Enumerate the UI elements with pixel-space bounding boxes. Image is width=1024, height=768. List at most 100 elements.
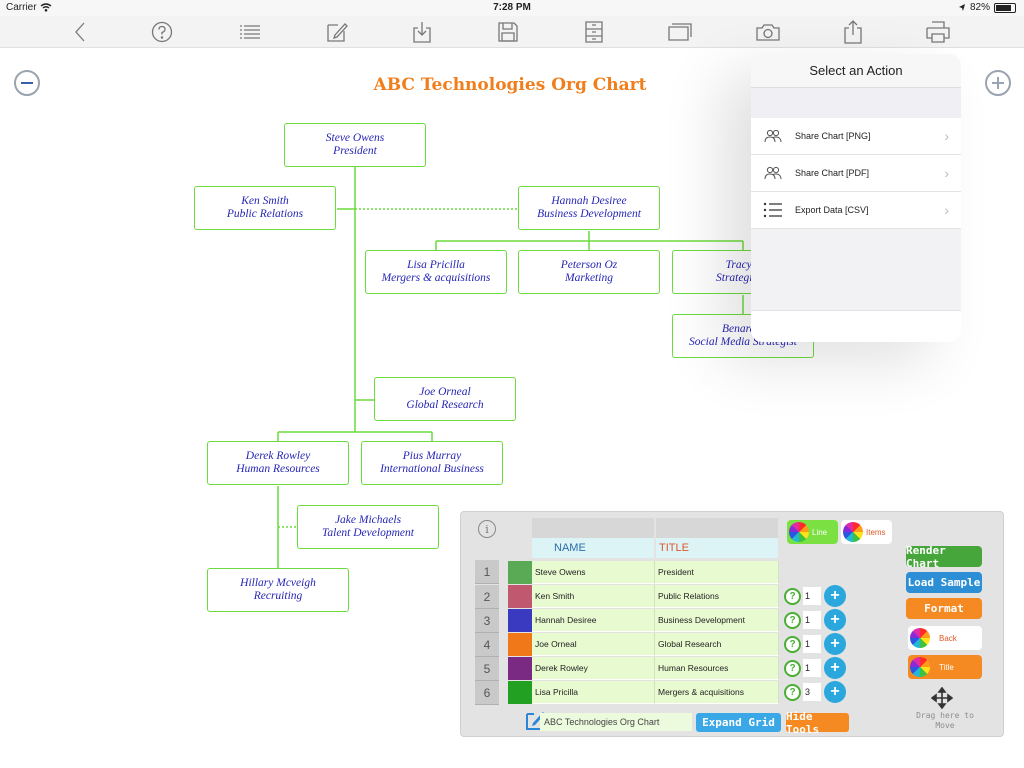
download-icon[interactable] xyxy=(409,20,435,44)
title-cell[interactable]: President xyxy=(655,561,779,584)
add-child-button[interactable]: + xyxy=(824,609,846,631)
carrier-label: Carrier xyxy=(6,2,37,13)
help-icon[interactable] xyxy=(149,20,175,44)
format-button[interactable]: Format xyxy=(906,598,982,619)
org-node[interactable]: Derek Rowley Human Resources xyxy=(207,441,349,485)
row-number: 1 xyxy=(475,560,499,584)
share-pdf-item[interactable]: Share Chart [PDF] › xyxy=(751,155,961,192)
title-cell[interactable]: Global Research xyxy=(655,633,779,656)
row-color-swatch[interactable] xyxy=(508,609,532,632)
minus-icon xyxy=(21,82,33,84)
zoom-in-button[interactable] xyxy=(985,70,1011,96)
node-title: Recruiting xyxy=(253,590,303,602)
node-title: Global Research xyxy=(406,399,484,411)
share-icon[interactable] xyxy=(840,20,866,44)
row-color-swatch[interactable] xyxy=(508,633,532,656)
help-icon[interactable]: ? xyxy=(784,660,801,677)
name-cell[interactable]: Hannah Desiree xyxy=(532,609,655,632)
add-child-button[interactable]: + xyxy=(824,585,846,607)
count-field[interactable]: 1 xyxy=(803,587,821,605)
org-node[interactable]: Pius Murray International Business xyxy=(361,441,503,485)
help-icon[interactable]: ? xyxy=(784,612,801,629)
camera-icon[interactable] xyxy=(755,20,781,44)
node-name: Hannah Desiree xyxy=(551,195,627,207)
org-node[interactable]: Hillary Mcveigh Recruiting xyxy=(207,568,349,612)
back-icon[interactable] xyxy=(67,20,93,44)
load-sample-button[interactable]: Load Sample xyxy=(906,572,982,593)
save-icon[interactable] xyxy=(495,20,521,44)
node-title: Marketing xyxy=(565,272,613,284)
help-icon[interactable]: ? xyxy=(784,636,801,653)
window-icon[interactable] xyxy=(667,20,693,44)
org-node[interactable]: Joe Orneal Global Research xyxy=(374,377,516,421)
row-number: 5 xyxy=(475,657,499,681)
node-name: Peterson Oz xyxy=(560,259,618,271)
title-color-button[interactable]: Title xyxy=(908,655,982,679)
node-title: Business Development xyxy=(537,208,641,220)
name-column-header[interactable]: NAME xyxy=(532,538,654,558)
line-button-label: Line xyxy=(812,527,828,537)
row-number: 2 xyxy=(475,585,499,609)
info-button[interactable]: i xyxy=(478,520,496,538)
row-color-swatch[interactable] xyxy=(508,681,532,704)
title-button-label: Title xyxy=(939,662,954,672)
location-icon xyxy=(958,4,965,11)
title-column-header[interactable]: TITLE xyxy=(656,538,778,558)
toolbar xyxy=(0,16,1024,48)
back-color-button[interactable]: Back xyxy=(908,626,982,650)
chevron-right-icon: › xyxy=(944,165,949,181)
count-field[interactable]: 1 xyxy=(803,611,821,629)
row-color-swatch[interactable] xyxy=(508,585,532,608)
hide-tools-button[interactable]: Hide Tools xyxy=(786,710,849,736)
org-node[interactable]: Lisa Pricilla Mergers & acquisitions xyxy=(365,250,507,294)
print-icon[interactable] xyxy=(925,20,951,44)
edit-icon[interactable] xyxy=(324,20,350,44)
name-cell[interactable]: Lisa Pricilla xyxy=(532,681,655,704)
title-cell[interactable]: Mergers & acquisitions xyxy=(655,681,779,704)
node-title: Mergers & acquisitions xyxy=(381,272,491,284)
name-cell[interactable]: Derek Rowley xyxy=(532,657,655,680)
people-icon xyxy=(763,128,783,144)
name-cell[interactable]: Steve Owens xyxy=(532,561,655,584)
list-icon[interactable] xyxy=(237,20,263,44)
help-icon[interactable]: ? xyxy=(784,588,801,605)
file-cabinet-icon[interactable] xyxy=(581,20,607,44)
add-child-button[interactable]: + xyxy=(824,681,846,703)
render-chart-button[interactable]: Render Chart xyxy=(906,544,982,570)
node-name: Ken Smith xyxy=(241,195,289,207)
status-right: 82% xyxy=(958,2,1016,13)
zoom-out-button[interactable] xyxy=(14,70,40,96)
add-child-button[interactable]: + xyxy=(824,657,846,679)
org-node[interactable]: Peterson Oz Marketing xyxy=(518,250,660,294)
help-icon[interactable]: ? xyxy=(784,684,801,701)
add-child-button[interactable]: + xyxy=(824,633,846,655)
export-csv-label: Export Data [CSV] xyxy=(795,205,869,215)
org-node[interactable]: Hannah Desiree Business Development xyxy=(518,186,660,230)
count-field[interactable]: 1 xyxy=(803,635,821,653)
line-color-button[interactable]: Line xyxy=(787,520,838,544)
title-cell[interactable]: Human Resources xyxy=(655,657,779,680)
org-node[interactable]: Jake Michaels Talent Development xyxy=(297,505,439,549)
name-cell[interactable]: Joe Orneal xyxy=(532,633,655,656)
color-wheel-icon xyxy=(910,657,930,677)
grid-header-blank xyxy=(656,518,778,538)
name-cell[interactable]: Ken Smith xyxy=(532,585,655,608)
export-csv-item[interactable]: Export Data [CSV] › xyxy=(751,192,961,229)
title-cell[interactable]: Business Development xyxy=(655,609,779,632)
share-png-item[interactable]: Share Chart [PNG] › xyxy=(751,118,961,155)
count-field[interactable]: 3 xyxy=(803,683,821,701)
org-node[interactable]: Steve Owens President xyxy=(284,123,426,167)
row-color-swatch[interactable] xyxy=(508,657,532,680)
battery-fill xyxy=(996,4,1011,11)
title-cell[interactable]: Public Relations xyxy=(655,585,779,608)
org-node[interactable]: Ken Smith Public Relations xyxy=(194,186,336,230)
row-color-swatch[interactable] xyxy=(508,561,532,584)
wifi-icon xyxy=(40,3,52,12)
chart-title-input[interactable]: ABC Technologies Org Chart xyxy=(540,713,692,731)
drag-label[interactable]: Drag here to Move xyxy=(916,711,974,730)
count-field[interactable]: 1 xyxy=(803,659,821,677)
move-icon[interactable] xyxy=(931,687,953,709)
color-wheel-icon xyxy=(789,522,809,542)
items-color-button[interactable]: Items xyxy=(841,520,892,544)
expand-grid-button[interactable]: Expand Grid xyxy=(696,713,781,732)
